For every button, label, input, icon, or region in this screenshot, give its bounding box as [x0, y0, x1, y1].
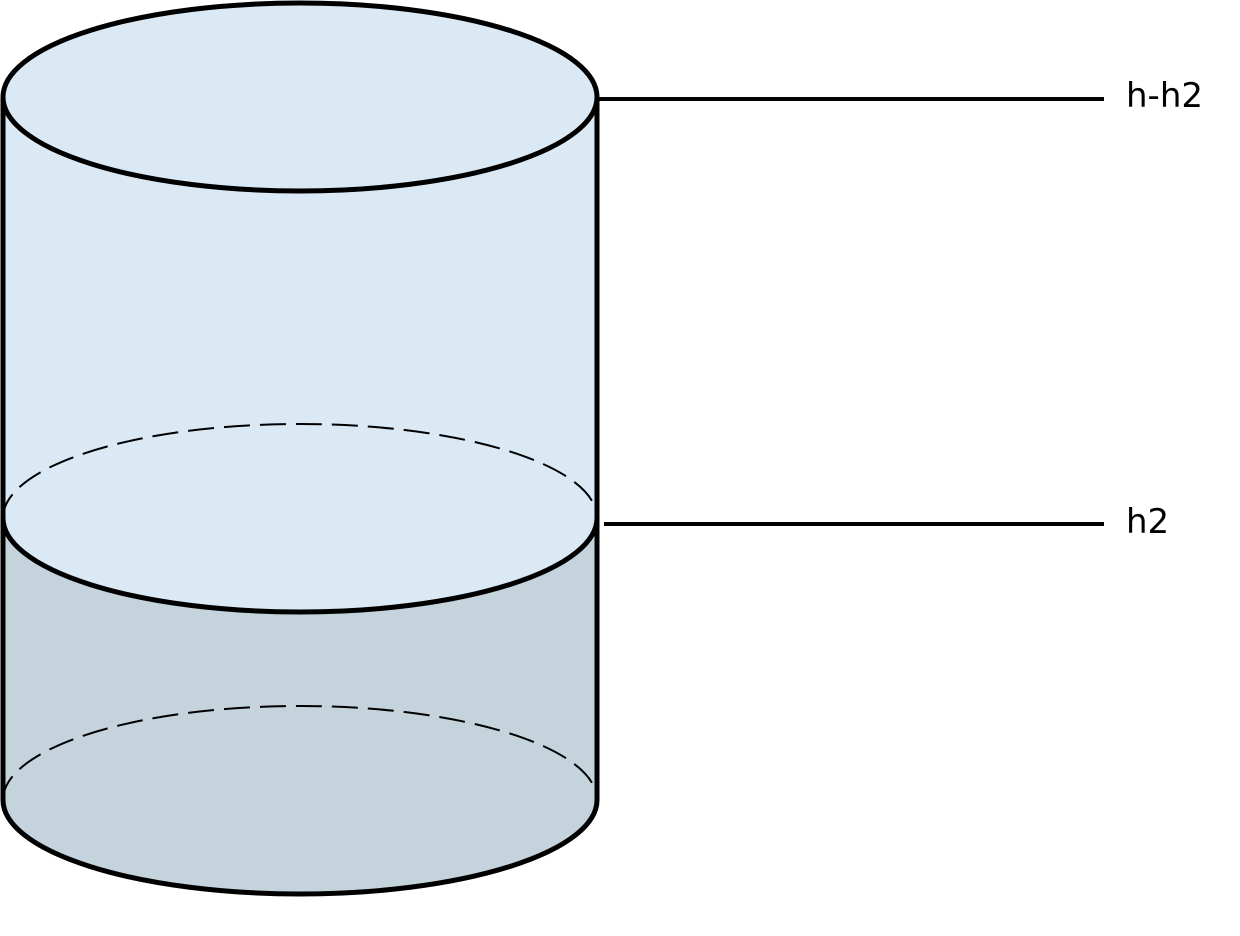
water-surface-back-dashed — [2, 423, 598, 519]
water-surface — [3, 424, 597, 612]
label-h-minus-h2: h-h2 — [1126, 76, 1203, 116]
air-body — [3, 97, 597, 518]
label-h2: h2 — [1126, 502, 1170, 542]
bottom-front — [0, 799, 600, 897]
top-ellipse — [0, 0, 600, 194]
bottom-back-dashed — [2, 705, 598, 801]
water-surface-front — [0, 517, 600, 615]
